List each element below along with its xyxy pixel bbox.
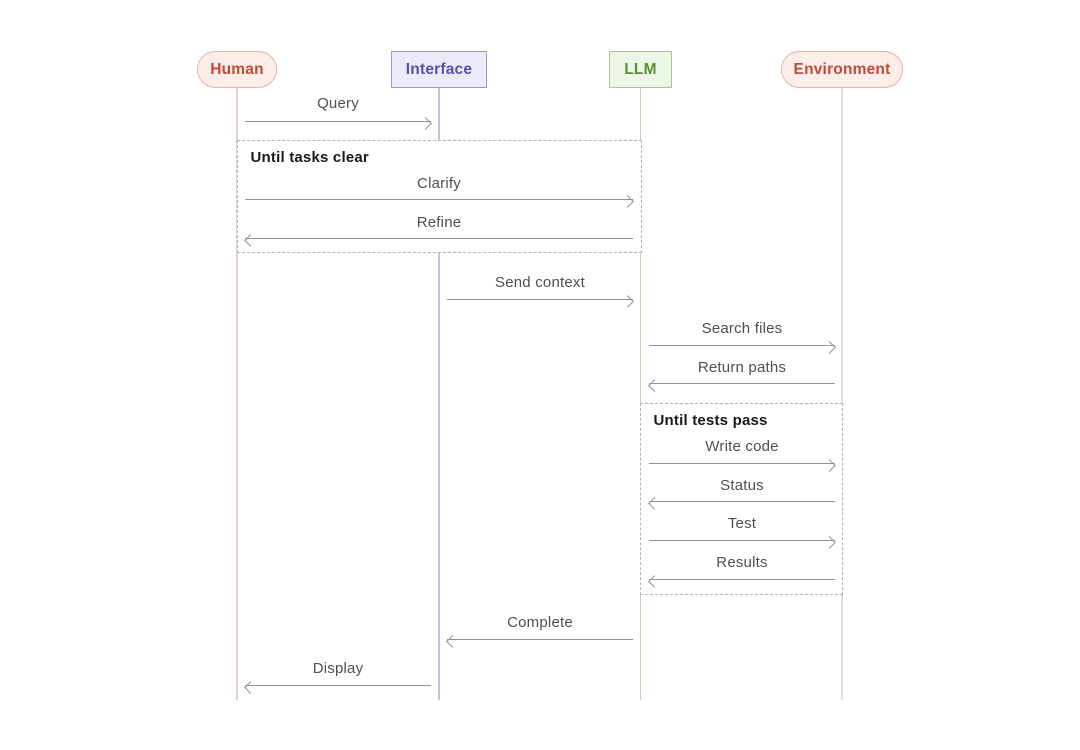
lifeline-human <box>236 87 238 700</box>
message-label-clarify: Clarify <box>417 175 461 192</box>
actor-interface: Interface <box>391 51 487 88</box>
message-label-complete: Complete <box>507 614 573 631</box>
arrow-left-icon <box>447 639 633 640</box>
arrow-right-icon <box>245 121 431 122</box>
message-label-test: Test <box>727 515 757 532</box>
arrow-left-icon <box>649 501 835 502</box>
arrow-right-icon <box>649 463 835 464</box>
arrow-right-icon <box>649 540 835 541</box>
arrow-left-icon <box>245 685 431 686</box>
lifeline-llm <box>639 87 642 700</box>
arrow-left-icon <box>649 579 835 580</box>
message-label-refine: Refine <box>416 214 462 231</box>
message-label-query: Query <box>317 95 359 112</box>
actor-environment: Environment <box>781 51 903 88</box>
message-label-display: Display <box>312 660 364 677</box>
message-label-search-files: Search files <box>701 320 783 337</box>
message-label-return-paths: Return paths <box>697 359 787 376</box>
arrow-right-icon <box>245 199 633 200</box>
message-label-write-code: Write code <box>705 438 779 455</box>
lifeline-interface <box>438 87 440 700</box>
message-label-status: Status <box>720 477 764 494</box>
arrow-left-icon <box>649 383 835 384</box>
arrow-left-icon <box>245 238 633 239</box>
arrow-right-icon <box>649 345 835 346</box>
actor-human: Human <box>197 51 277 88</box>
loop-label: Until tasks clear <box>250 149 369 166</box>
message-label-send-context: Send context <box>495 274 585 291</box>
lifeline-environment <box>841 87 843 700</box>
actor-llm: LLM <box>609 51 672 88</box>
loop-until-tasks-clear: Until tasks clear <box>236 140 642 253</box>
loop-until-tests-pass: Until tests pass <box>639 403 843 595</box>
arrow-right-icon <box>447 299 633 300</box>
loop-label: Until tests pass <box>653 412 768 429</box>
message-label-results: Results <box>716 554 768 571</box>
